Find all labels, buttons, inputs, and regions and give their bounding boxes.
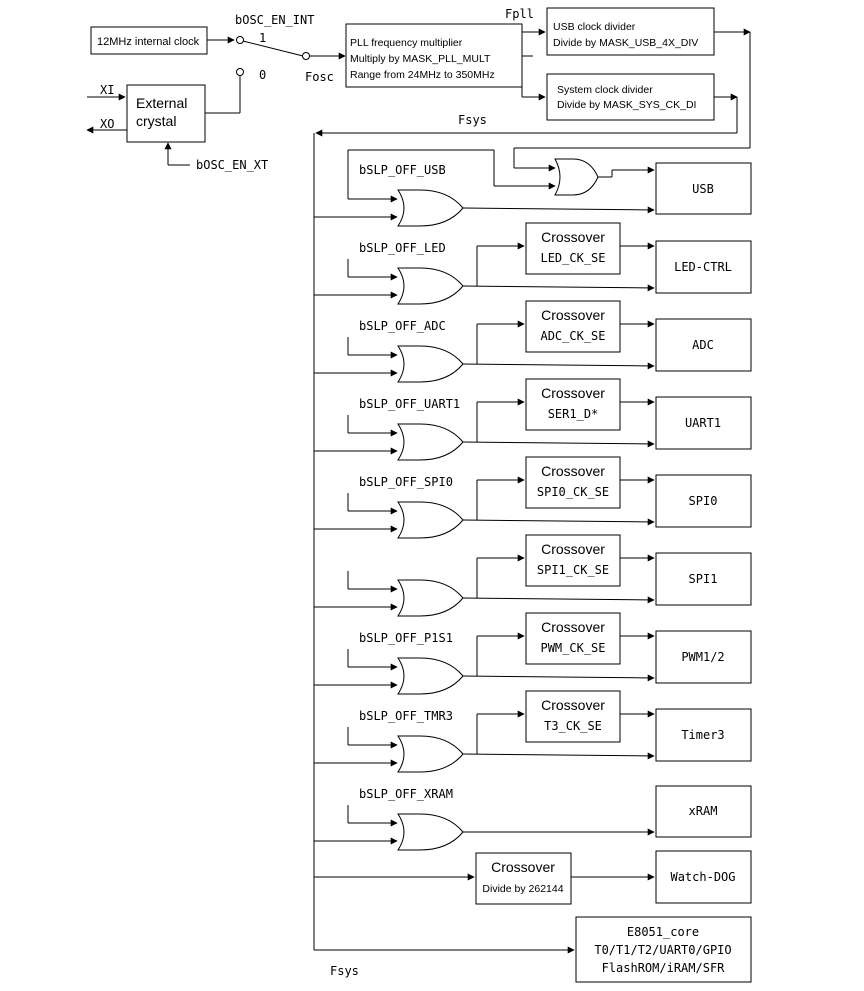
fpll-label: Fpll — [505, 7, 534, 21]
crossover-title-spi1: Crossover — [541, 541, 605, 557]
pll-box — [345, 23, 523, 88]
watchdog-crossover-box — [475, 852, 572, 905]
crossover-title-adc: Crossover — [541, 307, 605, 323]
external-crystal-label-1: External — [136, 95, 187, 111]
core-label-1: E8051_core — [627, 925, 699, 939]
osc-en-xt-label: bOSC_EN_XT — [196, 158, 268, 172]
signal-label-pwm: bSLP_OFF_P1S1 — [359, 631, 453, 645]
osc-en-int-label: bOSC_EN_INT — [235, 13, 314, 27]
crossover-box-timer3 — [525, 690, 621, 743]
system-divider-label-2: Divide by MASK_SYS_CK_DI — [557, 99, 696, 111]
peripheral-label-adc: ADC — [692, 338, 714, 352]
or-gate-uart1 — [397, 423, 464, 461]
crossover-box-uart1 — [525, 378, 621, 431]
peripheral-box-timer3 — [655, 708, 752, 762]
switch-contact-0 — [236, 68, 244, 76]
xi-label: XI — [100, 83, 114, 97]
system-divider-label-1: System clock divider — [557, 84, 653, 96]
signal-label-usb: bSLP_OFF_USB — [359, 163, 446, 177]
crossover-title-led: Crossover — [541, 229, 605, 245]
peripheral-box-spi0 — [655, 474, 752, 528]
crossover-title-uart1: Crossover — [541, 385, 605, 401]
fsys-top-label: Fsys — [458, 113, 487, 127]
fosc-label: Fosc — [305, 70, 334, 84]
peripheral-label-watchdog: Watch-DOG — [670, 870, 735, 884]
peripheral-label-pwm: PWM1/2 — [681, 650, 724, 664]
crossover-box-adc — [525, 300, 621, 353]
signal-label-xram: bSLP_OFF_XRAM — [359, 787, 453, 801]
signal-label-spi0: bSLP_OFF_SPI0 — [359, 475, 453, 489]
crossover-divider-timer3: T3_CK_SE — [544, 719, 602, 733]
usb-divider-label-1: USB clock divider — [553, 21, 636, 33]
peripheral-box-adc — [655, 318, 752, 372]
switch-contact-1 — [236, 36, 244, 44]
pll-label-1: PLL frequency multiplier — [350, 37, 463, 49]
signal-label-uart1: bSLP_OFF_UART1 — [359, 397, 460, 411]
or-gate-spi1 — [397, 579, 464, 617]
pll-label-3: Range from 24MHz to 350MHz — [350, 69, 495, 81]
signal-label-adc: bSLP_OFF_ADC — [359, 319, 446, 333]
crossover-divider-led: LED_CK_SE — [540, 251, 605, 265]
xo-label: XO — [100, 117, 114, 131]
core-label-3: FlashROM/iRAM/SFR — [602, 961, 726, 975]
external-crystal-label-2: crystal — [136, 113, 176, 129]
peripheral-label-xram: xRAM — [689, 804, 718, 818]
peripheral-label-usb: USB — [692, 182, 714, 196]
or-gate-xram — [397, 813, 464, 851]
crossover-divider-pwm: PWM_CK_SE — [540, 641, 605, 655]
crossover-divider-uart1: SER1_D* — [548, 407, 599, 421]
crossover-divider-spi0: SPI0_CK_SE — [537, 485, 609, 499]
crossover-title-pwm: Crossover — [541, 619, 605, 635]
internal-clock-label: 12MHz internal clock — [97, 36, 200, 48]
crossover-title-spi0: Crossover — [541, 463, 605, 479]
crossover-divider-adc: ADC_CK_SE — [540, 329, 605, 343]
watchdog-crossover-title: Crossover — [491, 859, 555, 875]
core-box — [575, 916, 752, 983]
peripheral-box-pwm — [655, 630, 752, 684]
internal-clock-box — [90, 26, 208, 55]
peripheral-box-usb — [655, 162, 752, 215]
switch-lever — [242, 40, 304, 57]
usb-divider-box — [546, 7, 715, 56]
or-gate-led — [397, 267, 464, 305]
external-crystal-box — [126, 84, 206, 143]
signal-label-timer3: bSLP_OFF_TMR3 — [359, 709, 453, 723]
pll-label-2: Multiply by MASK_PLL_MULT — [350, 53, 491, 65]
or-gate-usb-2 — [554, 158, 599, 196]
or-gate-usb — [397, 189, 464, 227]
peripheral-box-led-ctrl — [655, 240, 752, 294]
or-gate-timer3 — [397, 735, 464, 773]
crossover-box-spi1 — [525, 534, 621, 587]
or-gate-adc — [397, 345, 464, 383]
crossover-box-pwm — [525, 612, 621, 665]
or-gate-spi0 — [397, 501, 464, 539]
peripheral-label-spi1: SPI1 — [689, 572, 718, 586]
signal-label-led: bSLP_OFF_LED — [359, 241, 446, 255]
peripheral-label-uart1: UART1 — [685, 416, 721, 430]
peripheral-label-spi0: SPI0 — [689, 494, 718, 508]
switch-pos-1-label: 1 — [259, 31, 266, 45]
switch-common — [302, 52, 310, 60]
crossover-divider-spi1: SPI1_CK_SE — [537, 563, 609, 577]
core-label-2: T0/T1/T2/UART0/GPIO — [594, 943, 731, 957]
or-gate-pwm — [397, 657, 464, 695]
switch-pos-0-label: 0 — [259, 68, 266, 82]
peripheral-label-timer3: Timer3 — [681, 728, 724, 742]
usb-divider-label-2: Divide by MASK_USB_4X_DIV — [553, 37, 698, 49]
peripheral-box-spi1 — [655, 552, 752, 606]
peripheral-box-uart1 — [655, 396, 752, 450]
peripheral-box-watchdog — [655, 850, 752, 904]
system-divider-box — [546, 73, 715, 121]
peripheral-box-xram — [655, 785, 752, 838]
crossover-title-timer3: Crossover — [541, 697, 605, 713]
crossover-box-spi0 — [525, 456, 621, 509]
crossover-box-led — [525, 222, 621, 275]
peripheral-label-led-ctrl: LED-CTRL — [674, 260, 732, 274]
watchdog-crossover-divider: Divide by 262144 — [482, 883, 563, 895]
fsys-bottom-label: Fsys — [330, 964, 359, 978]
